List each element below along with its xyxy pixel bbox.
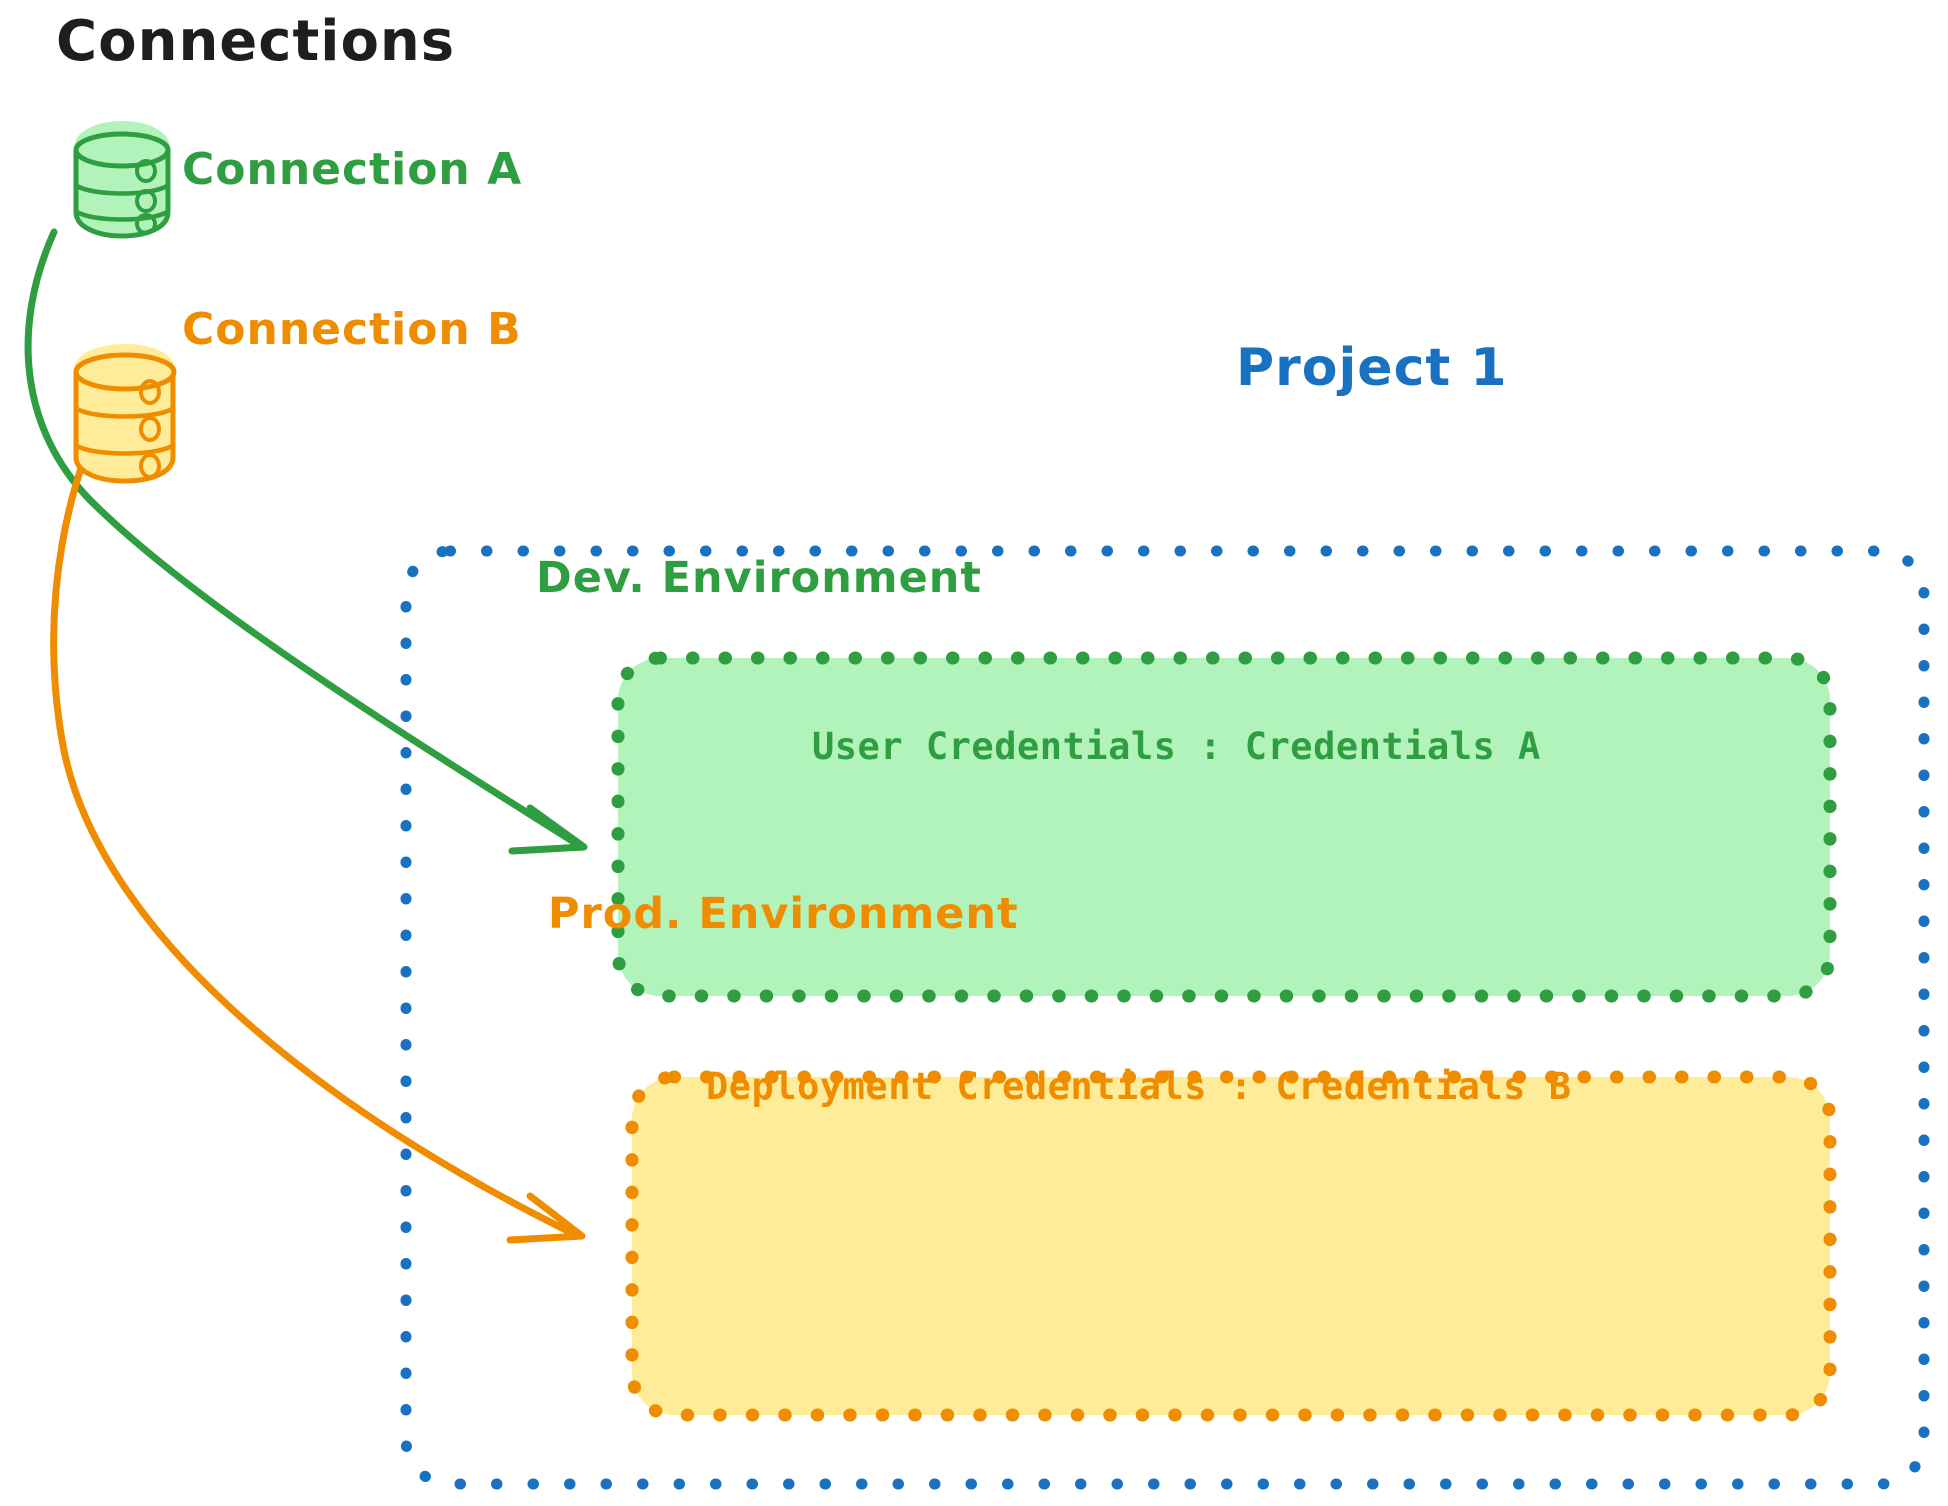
dev-environment-box[interactable]	[611, 651, 1837, 1003]
prod-environment-credentials: Deployment Credentials : Credentials B	[706, 1065, 1572, 1108]
arrow-connection-b-to-prod	[50, 394, 586, 1244]
connection-a-label[interactable]: Connection A	[182, 144, 523, 195]
database-cylinder-icon-connection-a[interactable]	[73, 121, 171, 239]
connection-b-label[interactable]: Connection B	[182, 304, 522, 355]
database-cylinder-icon-connection-b[interactable]	[73, 344, 177, 484]
arrow-connection-a-to-dev	[24, 228, 588, 855]
dev-environment-title: Dev. Environment	[536, 553, 982, 603]
prod-environment-box[interactable]	[625, 1070, 1837, 1422]
dev-environment-credentials: User Credentials : Credentials A	[812, 725, 1541, 768]
project-title: Project 1	[1236, 338, 1508, 398]
page-title: Connections	[56, 9, 456, 74]
prod-environment-title: Prod. Environment	[548, 889, 1019, 939]
